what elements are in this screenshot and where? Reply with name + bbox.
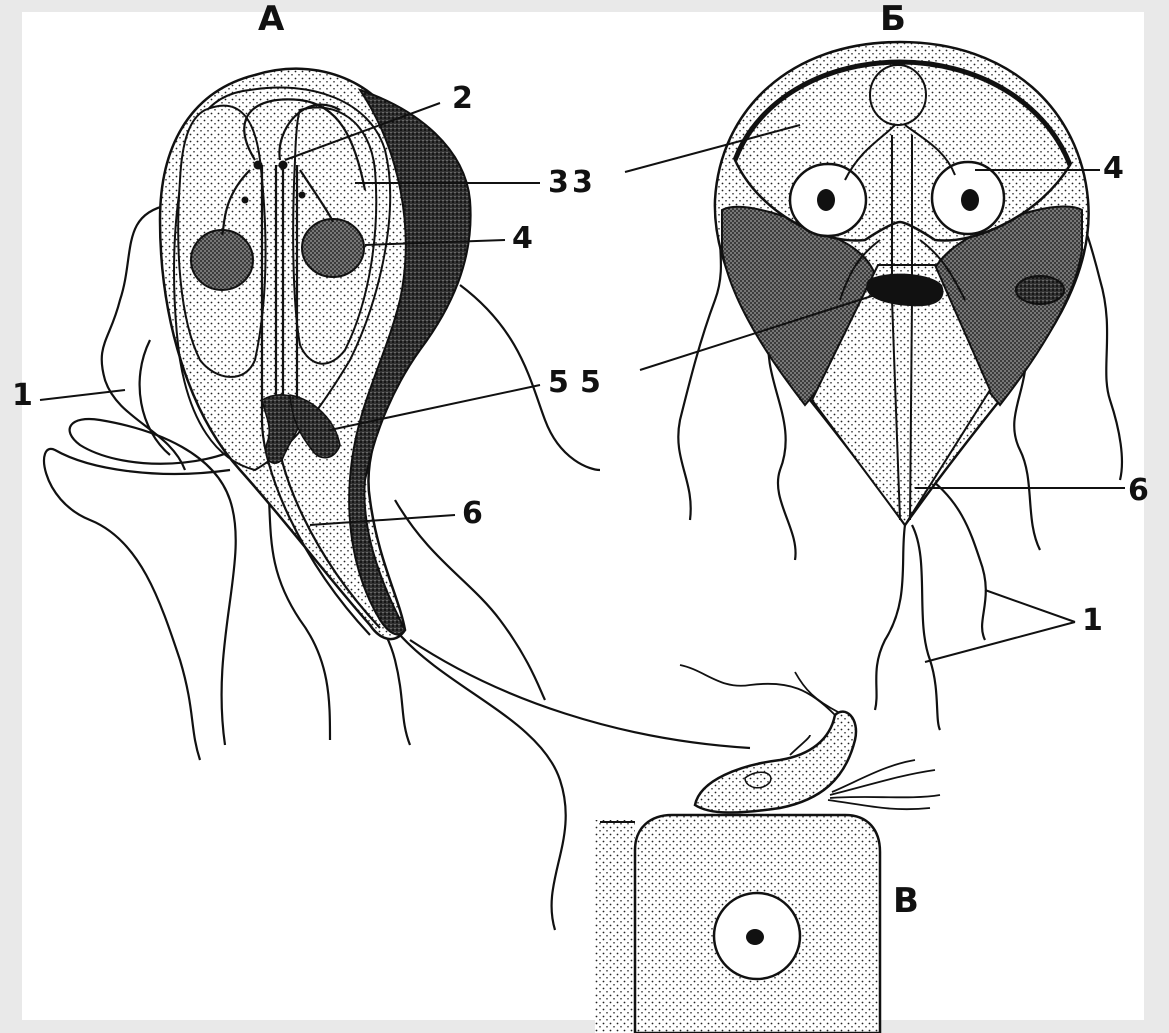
callout-a-5: 5 [548, 365, 569, 400]
basal-body-a2 [279, 161, 288, 170]
callout-b-3: 3 [572, 165, 593, 200]
callout-b-5: 5 [580, 365, 601, 400]
callout-a-4: 4 [512, 221, 533, 256]
callout-a-3: 3 [548, 165, 569, 200]
callout-a-2: 2 [452, 81, 473, 116]
callout-a-6: 6 [462, 496, 483, 531]
neighbour-cell-c [595, 820, 635, 1033]
nucleus-right-a [302, 219, 364, 277]
anterior-lobe-b [870, 65, 926, 125]
panel-b-title: Б [880, 0, 906, 39]
vacuole-b [1016, 276, 1064, 304]
callout-b-1: 1 [1082, 603, 1103, 638]
basal-body-a1 [254, 161, 263, 170]
panel-c-title: В [893, 881, 919, 921]
nucleus-left-a [191, 230, 253, 290]
callout-a-1: 1 [12, 378, 33, 413]
callout-b-4: 4 [1103, 151, 1124, 186]
panel-a-title: А [258, 0, 285, 39]
callout-b-6: 6 [1128, 473, 1149, 508]
